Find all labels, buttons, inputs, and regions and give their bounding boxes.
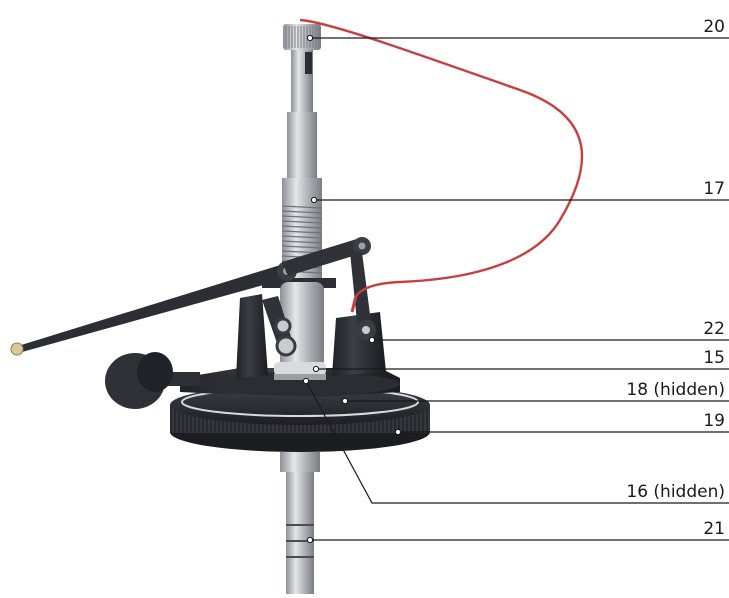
leader-dot-16	[302, 377, 310, 385]
leader-line-16	[305, 380, 729, 504]
thread-ring	[281, 205, 323, 209]
leader-dot-17	[310, 196, 318, 204]
leader-dot-19	[394, 428, 402, 436]
callout-label-16: 16 (hidden)	[626, 482, 725, 502]
callout-label-17: 17	[703, 179, 725, 199]
thread-ring	[281, 240, 323, 244]
thread-ring	[281, 235, 323, 239]
top-cap	[283, 24, 321, 74]
lower-shaft	[280, 452, 320, 594]
thread-ring	[281, 245, 323, 249]
callout-label-18: 18 (hidden)	[626, 380, 725, 400]
red-wire-end	[350, 295, 358, 313]
callout-label-20: 20	[703, 17, 725, 37]
thread-ring	[281, 215, 323, 219]
thread-ring	[281, 210, 323, 214]
leader-dot-18	[341, 397, 349, 405]
callout-label-22: 22	[703, 319, 725, 339]
thread-ring	[281, 220, 323, 224]
thread-ring	[281, 225, 323, 229]
base-plate	[180, 368, 400, 398]
callout-label-15: 15	[703, 348, 725, 368]
leader-dot-15	[312, 365, 320, 373]
leader-dot-21	[306, 536, 314, 544]
callout-label-21: 21	[703, 519, 725, 539]
callout-leaders	[302, 34, 729, 544]
thread-ring	[281, 230, 323, 234]
side-knob	[105, 352, 200, 409]
leader-dot-22	[368, 336, 376, 344]
leader-dot-20	[306, 34, 314, 42]
dial-wheel	[170, 385, 430, 452]
red-wire	[299, 18, 584, 297]
callout-label-19: 19	[703, 411, 725, 431]
